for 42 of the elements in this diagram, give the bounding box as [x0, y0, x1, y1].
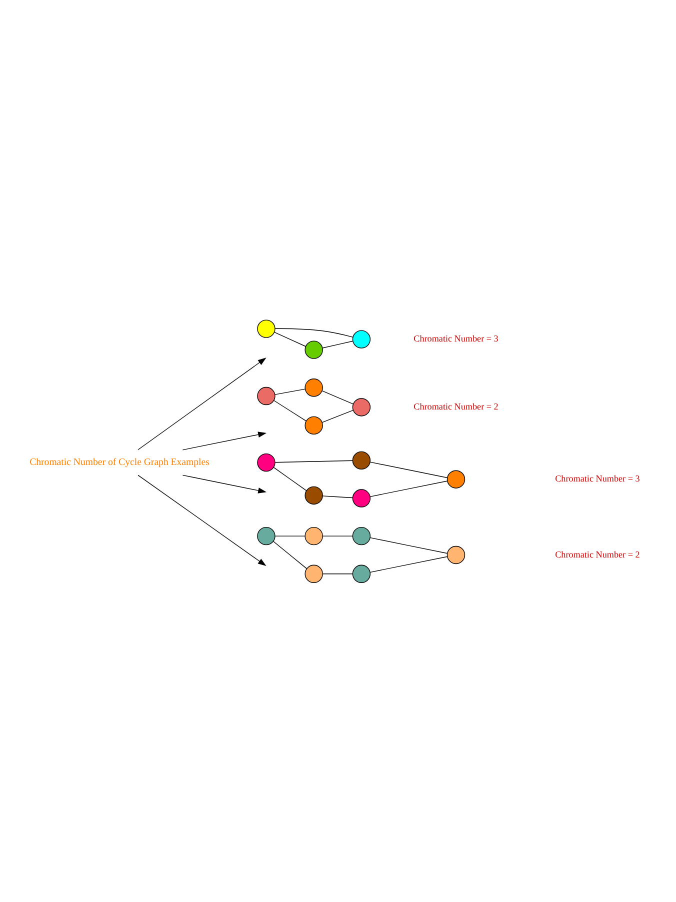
connector [322, 390, 354, 404]
connector [370, 480, 448, 497]
connector [273, 541, 308, 570]
node-circle [257, 453, 276, 472]
label: Chromatic Number = 2 [414, 402, 498, 412]
connector [322, 496, 353, 498]
connector [274, 460, 353, 463]
node-circle [352, 330, 371, 348]
node-circle [257, 320, 276, 338]
connector [274, 328, 354, 338]
node-circle [352, 489, 371, 508]
node-circle [352, 564, 371, 583]
node-circle [304, 526, 323, 546]
connector [273, 467, 307, 491]
node-circle [304, 486, 323, 505]
node-circle [304, 378, 323, 397]
node-circle [352, 398, 371, 416]
connector [370, 537, 448, 554]
node-circle [304, 340, 323, 359]
label: Chromatic Number = 3 [555, 474, 640, 484]
node-circle [352, 526, 371, 546]
node-circle [304, 416, 323, 435]
arrow [182, 474, 267, 494]
arrow [138, 358, 266, 450]
connector [370, 556, 448, 573]
connector [274, 388, 306, 395]
label: Chromatic Number = 3 [414, 334, 498, 344]
arrow [182, 432, 267, 450]
node-circle [304, 564, 323, 583]
node-circle [352, 451, 371, 470]
node-circle [446, 546, 466, 564]
connector [370, 462, 448, 478]
connector [274, 400, 306, 422]
label: Chromatic Number = 2 [555, 549, 640, 560]
node-circle [257, 386, 276, 406]
connector [274, 332, 306, 347]
connector [322, 410, 354, 423]
connector [322, 340, 354, 348]
node-text: Chromatic Number of Cycle Graph Examples [30, 457, 210, 468]
arrow [138, 474, 266, 566]
node-circle [446, 470, 466, 488]
node-circle [257, 526, 276, 546]
